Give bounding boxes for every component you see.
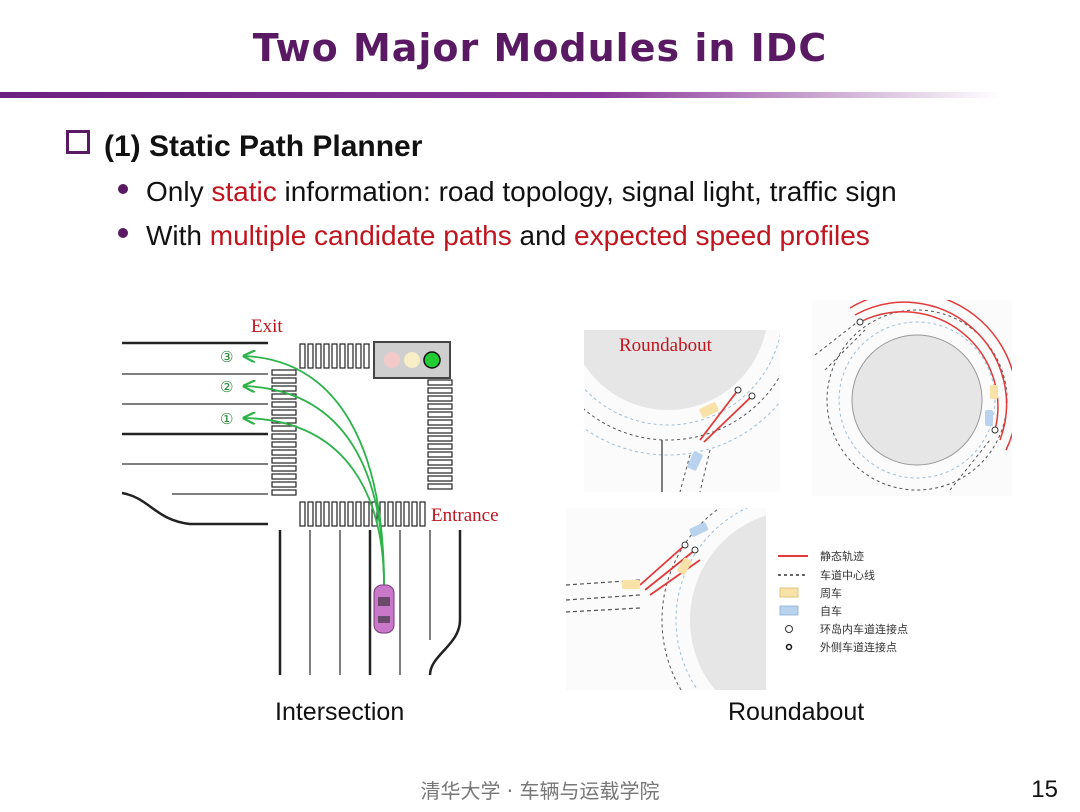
- intersection-diagram: Exit Entrance ③ ② ①: [121, 316, 499, 676]
- left-road-dividers: [122, 373, 268, 495]
- bullet-1-highlight: static: [211, 176, 277, 207]
- legend-item-surrounding-vehicle: 周车: [820, 586, 842, 600]
- bullet-2-text-b: and: [511, 220, 575, 251]
- legend-item-outer-connection: 外侧车道连接点: [820, 640, 897, 654]
- caption-roundabout: Roundabout: [728, 698, 865, 726]
- roundabout-diagram: Roundabout 静态轨迹: [566, 300, 1012, 690]
- crosswalk-right: [427, 379, 453, 490]
- bullet-2: With multiple candidate paths and expect…: [118, 220, 870, 252]
- footer-institution: 清华大学 · 车辆与运载学院: [420, 779, 660, 803]
- path-label-1: ①: [220, 410, 233, 428]
- bullet-1: Only static information: road topology, …: [118, 176, 897, 208]
- candidate-paths: [244, 356, 385, 586]
- path-label-2: ②: [220, 378, 233, 396]
- ego-car-icon: [373, 584, 395, 634]
- left-road-lanes: [121, 341, 268, 526]
- section-heading: (1) Static Path Planner: [66, 130, 422, 164]
- title-underline: [0, 92, 1000, 98]
- page-number: 15: [1031, 776, 1058, 803]
- legend-item-static-trajectory: 静态轨迹: [820, 549, 864, 563]
- roundabout-panel-2: [812, 300, 1012, 496]
- section-heading-text: (1) Static Path Planner: [104, 130, 423, 163]
- legend-item-inner-connection: 环岛内车道连接点: [820, 622, 908, 636]
- crosswalk-bottom: [299, 501, 426, 527]
- roundabout-panel-3: [566, 508, 766, 690]
- exit-label: Exit: [251, 316, 283, 337]
- traffic-light-icon: [373, 341, 451, 379]
- bullet-2-highlight-2: expected speed profiles: [574, 220, 870, 251]
- roundabout-label: Roundabout: [619, 335, 713, 356]
- bullet-1-text-b: information: road topology, signal light…: [276, 176, 897, 207]
- entrance-label: Entrance: [431, 505, 499, 526]
- bullet-2-highlight-1: multiple candidate paths: [209, 220, 512, 251]
- checkbox-bullet-icon: [66, 130, 90, 154]
- crosswalk-top: [299, 343, 370, 369]
- bullet-1-text-a: Only: [146, 176, 212, 207]
- slide-title: Two Major Modules in IDC: [252, 26, 828, 70]
- bullet-dot-icon: [118, 184, 128, 194]
- legend-item-ego-vehicle: 自车: [820, 604, 842, 618]
- legend-item-lane-centerline: 车道中心线: [820, 568, 875, 582]
- path-label-3: ③: [220, 348, 233, 366]
- caption-intersection: Intersection: [275, 698, 405, 726]
- roundabout-legend: 静态轨迹 车道中心线 周车 自车 环岛内车道连接点 外侧车道连接点: [778, 549, 908, 654]
- bullet-dot-icon: [118, 228, 128, 238]
- roundabout-panel-1: [584, 330, 780, 492]
- bullet-2-text-a: With: [146, 220, 210, 251]
- crosswalk-left: [271, 369, 297, 496]
- bottom-road-edges: [278, 530, 462, 676]
